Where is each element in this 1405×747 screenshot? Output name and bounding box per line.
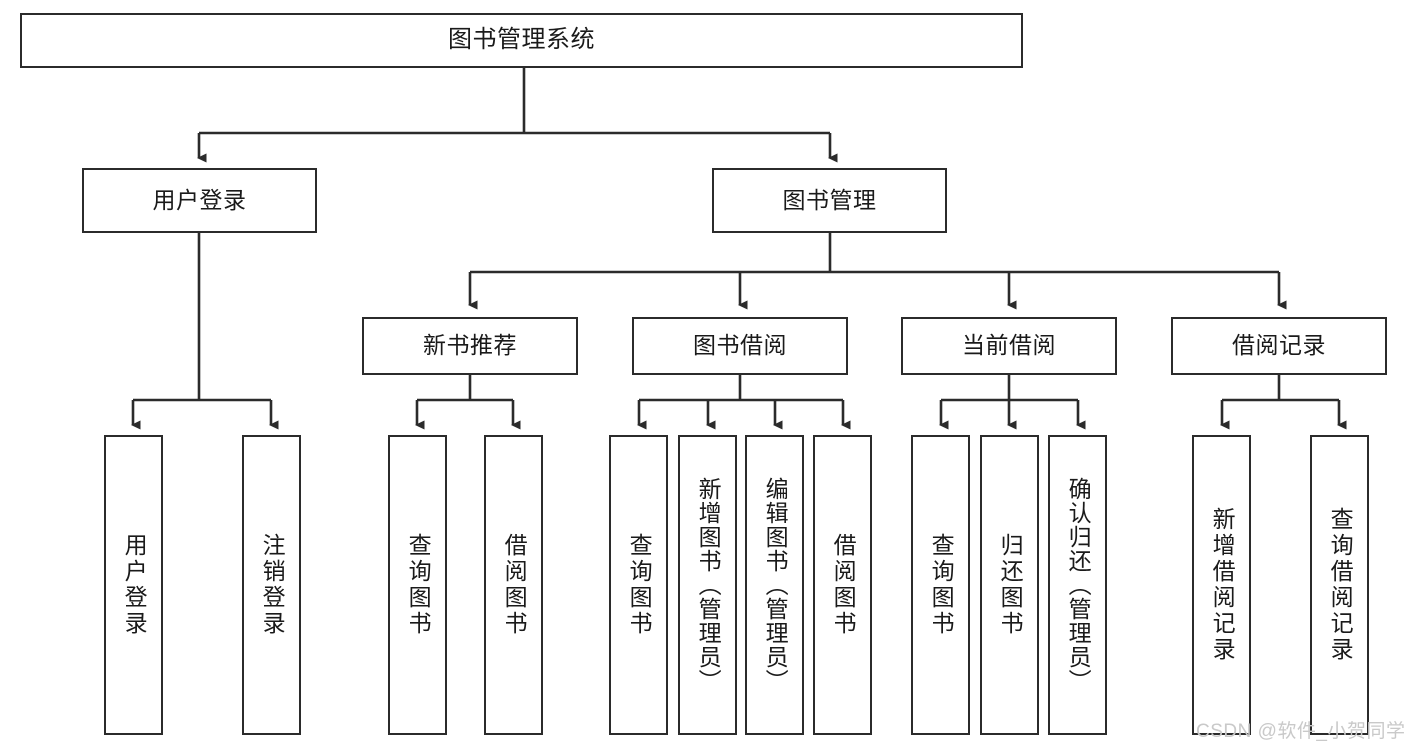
node-label: 编辑图书（管理员）: [762, 477, 789, 693]
csdn-watermark: CSDN @软件_小贺同学: [1196, 721, 1405, 742]
node-root-system[interactable]: 图书管理系统: [20, 13, 1023, 68]
node-label: 新增图书（管理员）: [695, 477, 722, 693]
leaf-user-login[interactable]: 用户登录: [104, 435, 163, 735]
leaf-borrow-book-recommend[interactable]: 借阅图书: [484, 435, 543, 735]
leaf-confirm-return-admin[interactable]: 确认归还（管理员）: [1048, 435, 1107, 735]
node-label: 用户登录: [121, 533, 148, 637]
node-current-borrow[interactable]: 当前借阅: [901, 317, 1117, 375]
node-label: 注销登录: [259, 533, 286, 637]
node-book-management[interactable]: 图书管理: [712, 168, 947, 233]
node-user-login[interactable]: 用户登录: [82, 168, 317, 233]
node-label: 借阅记录: [1232, 332, 1326, 359]
node-label: 归还图书: [997, 533, 1024, 637]
node-new-book-recommend[interactable]: 新书推荐: [362, 317, 578, 375]
node-label: 用户登录: [152, 186, 247, 213]
node-label: 借阅图书: [501, 533, 528, 637]
leaf-logout-login[interactable]: 注销登录: [242, 435, 301, 735]
node-label: 查询图书: [626, 533, 653, 637]
node-label: 新增借阅记录: [1209, 507, 1236, 663]
node-label: 图书管理: [782, 186, 877, 213]
leaf-borrow-book[interactable]: 借阅图书: [813, 435, 872, 735]
node-borrow-record[interactable]: 借阅记录: [1171, 317, 1387, 375]
node-label: 图书管理系统: [448, 26, 595, 54]
leaf-query-book-current[interactable]: 查询图书: [911, 435, 970, 735]
node-label: 借阅图书: [830, 533, 857, 637]
leaf-add-book-admin[interactable]: 新增图书（管理员）: [678, 435, 737, 735]
leaf-add-borrow-record[interactable]: 新增借阅记录: [1192, 435, 1251, 735]
leaf-query-borrow-record[interactable]: 查询借阅记录: [1310, 435, 1369, 735]
node-label: 查询借阅记录: [1327, 507, 1354, 663]
node-label: 当前借阅: [962, 332, 1056, 359]
node-label: 查询图书: [405, 533, 432, 637]
node-label: 新书推荐: [423, 332, 517, 359]
leaf-query-book-recommend[interactable]: 查询图书: [388, 435, 447, 735]
node-label: 确认归还（管理员）: [1065, 477, 1092, 693]
leaf-edit-book-admin[interactable]: 编辑图书（管理员）: [745, 435, 804, 735]
node-label: 查询图书: [928, 533, 955, 637]
node-label: 图书借阅: [693, 332, 787, 359]
leaf-return-book[interactable]: 归还图书: [980, 435, 1039, 735]
node-book-borrow[interactable]: 图书借阅: [632, 317, 848, 375]
leaf-query-book-borrow[interactable]: 查询图书: [609, 435, 668, 735]
